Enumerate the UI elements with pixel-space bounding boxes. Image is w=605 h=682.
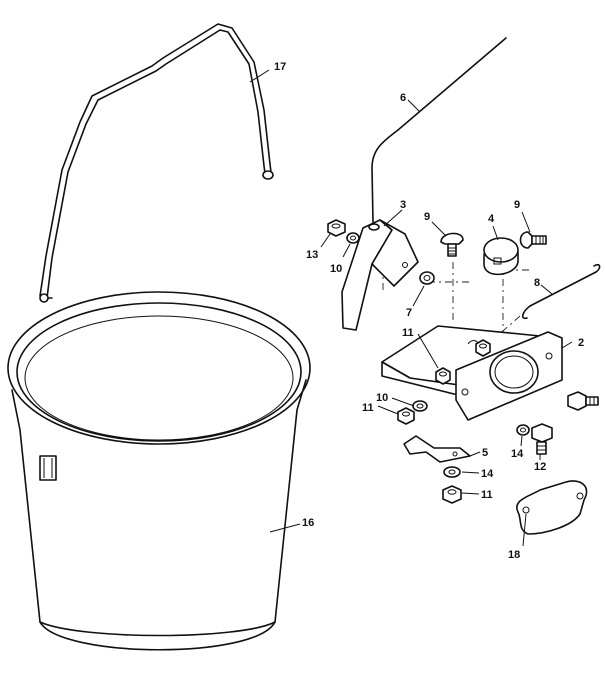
callout-6: 6 [400, 92, 406, 104]
nut-11-bottom-part [442, 485, 462, 504]
washer-10-upper-part [346, 232, 360, 244]
callout-17: 17 [274, 61, 286, 73]
washer-14-right-part [516, 424, 530, 436]
callout-18: 18 [508, 549, 520, 561]
leader-lines [249, 69, 573, 547]
bracket-part [341, 219, 419, 331]
carriage-bolt-9-left-part [440, 232, 464, 257]
callout-7: 7 [406, 307, 412, 319]
callout-11-upper: 11 [402, 327, 414, 339]
callout-12: 12 [534, 461, 546, 473]
callout-11-bottom: 11 [481, 489, 493, 501]
callout-3: 3 [400, 199, 406, 211]
callout-labels: 17 6 3 9 4 9 13 10 8 7 11 2 10 11 5 14 1… [274, 61, 584, 561]
main-plate-part [381, 325, 563, 421]
callout-2: 2 [578, 337, 584, 349]
callout-14-right: 14 [511, 448, 524, 460]
callout-9-right: 9 [514, 199, 520, 211]
callout-9-left: 9 [424, 211, 430, 223]
knob-4-part [483, 237, 519, 276]
carriage-bolt-9-right-part [519, 231, 547, 249]
callout-5: 5 [482, 447, 488, 459]
washer-10-lower-part [412, 400, 428, 412]
gasket-18-part [516, 480, 588, 535]
callout-4: 4 [488, 213, 495, 225]
washer-7-part [419, 271, 435, 285]
nut-11-lower-left-part [397, 407, 415, 425]
clip-5-part [403, 435, 471, 463]
cable-part [371, 37, 507, 223]
callout-16: 16 [302, 517, 314, 529]
hopper-bucket-part [7, 291, 311, 651]
callout-8: 8 [534, 277, 540, 289]
callout-10-upper: 10 [330, 263, 342, 275]
washer-14-lower-part [443, 466, 461, 478]
nut-11-upper-part [435, 339, 491, 385]
nut-13-part [327, 219, 346, 237]
callout-11-left: 11 [362, 402, 374, 414]
callout-14-lower: 14 [481, 468, 494, 480]
callout-10-lower: 10 [376, 392, 388, 404]
bail-handle-part [39, 23, 274, 303]
callout-13: 13 [306, 249, 318, 261]
spring-part [521, 263, 601, 320]
bolt-12-part [531, 391, 599, 455]
